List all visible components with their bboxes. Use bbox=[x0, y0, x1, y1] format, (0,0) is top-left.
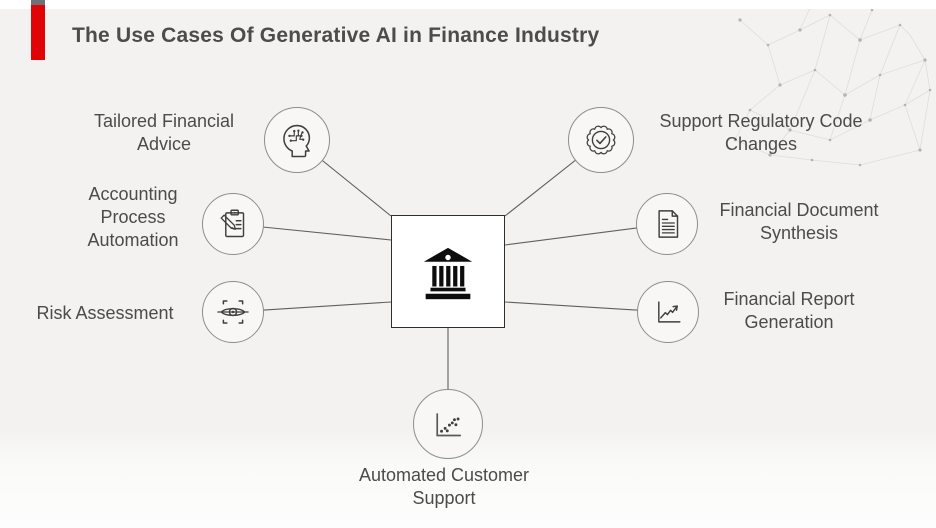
label-automated-customer-support: Automated Customer Support bbox=[358, 465, 530, 508]
clipboard-pencil-icon bbox=[212, 203, 254, 245]
label-support-regulatory-code-changes: Support Regulatory Code Changes bbox=[659, 111, 863, 154]
top-white-band bbox=[0, 0, 936, 9]
node-circle-accounting-process-automation bbox=[202, 193, 264, 255]
node-circle-financial-document-synthesis bbox=[636, 193, 698, 255]
eye-scan-icon bbox=[211, 290, 255, 334]
label-financial-report-generation: Financial Report Generation bbox=[723, 289, 855, 332]
document-icon bbox=[646, 203, 688, 245]
central-hub-node bbox=[391, 215, 505, 328]
ai-head-icon bbox=[275, 118, 319, 162]
bank-icon bbox=[417, 243, 479, 301]
scatter-plot-icon bbox=[425, 401, 471, 447]
line-chart-icon bbox=[647, 291, 689, 333]
accent-bar-cap bbox=[31, 0, 45, 5]
node-circle-tailored-financial-advice bbox=[264, 107, 330, 173]
node-circle-automated-customer-support bbox=[413, 389, 483, 459]
title-accent-bar bbox=[31, 5, 45, 60]
label-accounting-process-automation: Accounting Process Automation bbox=[87, 184, 179, 250]
label-financial-document-synthesis: Financial Document Synthesis bbox=[719, 200, 879, 243]
badge-check-icon bbox=[579, 118, 623, 162]
node-circle-financial-report-generation bbox=[637, 281, 699, 343]
label-risk-assessment: Risk Assessment bbox=[36, 303, 174, 323]
node-circle-risk-assessment bbox=[202, 281, 264, 343]
label-tailored-financial-advice: Tailored Financial Advice bbox=[93, 111, 235, 154]
page-title: The Use Cases Of Generative AI in Financ… bbox=[72, 24, 600, 47]
node-circle-support-regulatory-code-changes bbox=[568, 107, 634, 173]
